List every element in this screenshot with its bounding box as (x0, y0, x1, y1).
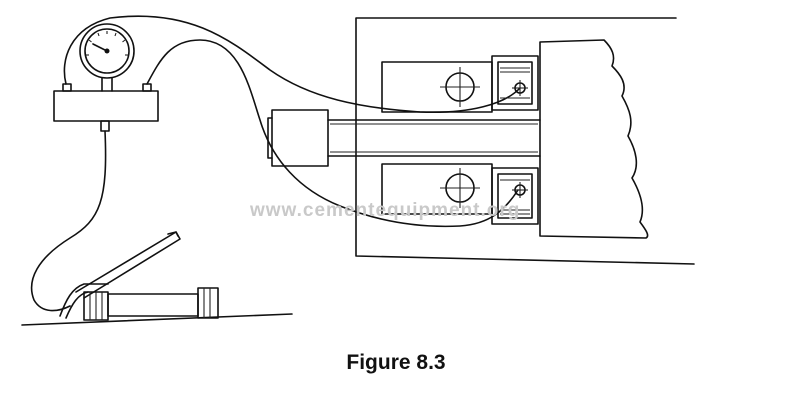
figure-caption: Figure 8.3 (346, 351, 446, 374)
lower-hose (146, 39, 519, 228)
upper-clamp-block (381, 61, 493, 113)
machine-part-section (539, 39, 649, 239)
shaft (267, 109, 541, 167)
hand-pump (59, 231, 219, 321)
lower-cylinder (491, 167, 539, 225)
pressure-gauge (79, 23, 135, 92)
manifold-block (53, 83, 159, 132)
floor-line (21, 313, 293, 326)
upper-cylinder (491, 55, 539, 111)
housing-frame (355, 17, 695, 265)
watermark-text: www.cementequipment.org (249, 200, 520, 221)
pump-hose (30, 130, 107, 312)
